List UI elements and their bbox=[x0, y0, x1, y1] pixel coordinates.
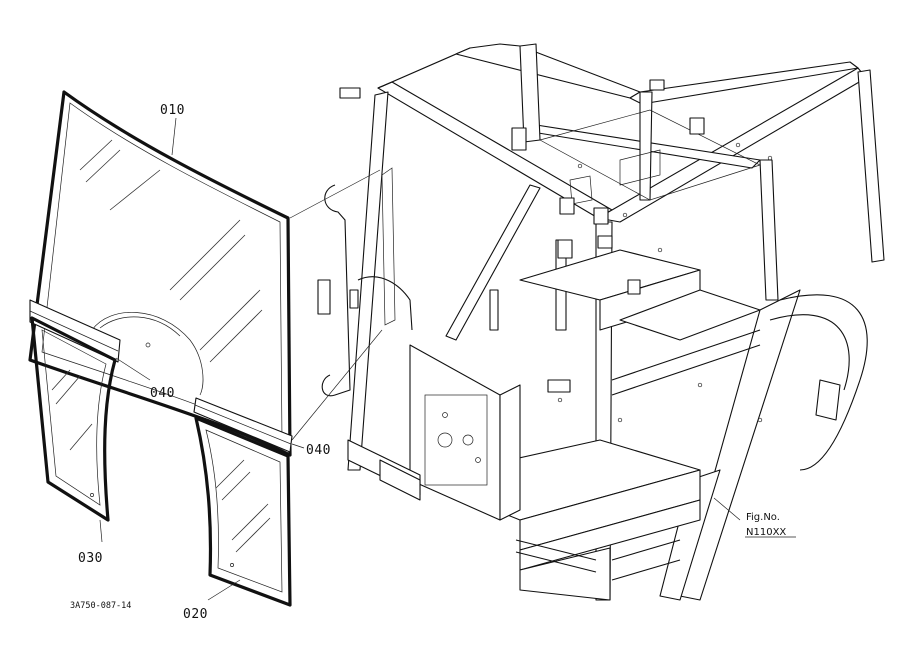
wiper-arc bbox=[91, 312, 204, 396]
lower-glass-020-right[interactable] bbox=[194, 416, 292, 607]
fig-number-code: N110XX bbox=[746, 527, 786, 538]
part-label-020: 020 bbox=[183, 607, 208, 622]
part-label-030: 030 bbox=[78, 551, 103, 566]
wiper-pivot bbox=[145, 342, 151, 348]
seal-strip-040-right[interactable] bbox=[193, 397, 293, 453]
leader-line-010-lower bbox=[291, 329, 383, 441]
cab-frame bbox=[317, 43, 885, 601]
leader-line-010-to-cab bbox=[289, 169, 381, 219]
part-label-040-right: 040 bbox=[306, 443, 331, 458]
lower-glass-030-left[interactable] bbox=[30, 316, 117, 522]
seal-strip-040-left[interactable] bbox=[29, 299, 121, 363]
part-label-040-left: 040 bbox=[150, 386, 175, 401]
drawing-code: 3A750-087-14 bbox=[70, 601, 131, 611]
fig-number-label: Fig.No. bbox=[746, 512, 780, 523]
part-label-010: 010 bbox=[160, 103, 185, 118]
glass-parts bbox=[28, 90, 796, 607]
